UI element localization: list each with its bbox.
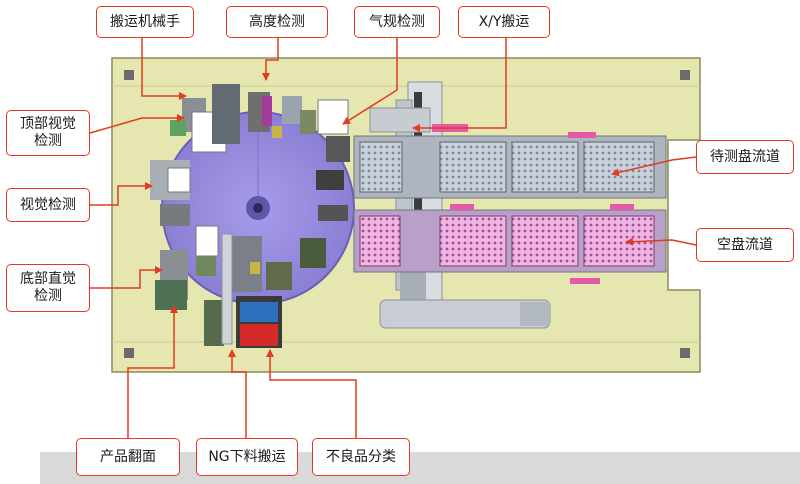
callout-text: 视觉检测 <box>20 196 76 213</box>
callout-text: X/Y搬运 <box>478 13 530 30</box>
callout-text: 底部直觉 检测 <box>20 271 76 304</box>
callout-height-detection: 高度检测 <box>226 6 328 38</box>
callout-defect-sorting: 不良品分类 <box>312 438 410 476</box>
callout-xy-transfer: X/Y搬运 <box>458 6 550 38</box>
callout-text: 空盘流道 <box>717 236 773 253</box>
callout-vision-detection: 视觉检测 <box>6 188 90 222</box>
callout-text: 待测盘流道 <box>710 148 780 165</box>
callout-text: NG下料搬运 <box>208 448 286 465</box>
turntable-stations <box>150 84 350 346</box>
callout-empty-tray-flow: 空盘流道 <box>696 228 794 262</box>
callout-text: 高度检测 <box>249 13 305 30</box>
callout-text: 产品翻面 <box>100 448 156 465</box>
callout-bottom-vision-detection: 底部直觉 检测 <box>6 264 90 312</box>
callout-top-vision-detection: 顶部视觉 检测 <box>6 110 90 156</box>
callout-transfer-manipulator: 搬运机械手 <box>96 6 194 38</box>
callout-text: 不良品分类 <box>326 448 396 465</box>
callout-text: 气规检测 <box>369 13 425 30</box>
ng-bins <box>221 233 282 348</box>
callout-pending-tray-flow: 待测盘流道 <box>696 140 794 174</box>
callout-text: 顶部视觉 检测 <box>20 116 76 149</box>
callout-ng-unloading-transfer: NG下料搬运 <box>196 438 298 476</box>
empty-tray-flow <box>353 204 667 284</box>
callout-text: 搬运机械手 <box>110 13 180 30</box>
callout-arrows <box>89 38 697 438</box>
callout-product-flip: 产品翻面 <box>76 438 180 476</box>
callout-airtightness-detection: 气规检测 <box>354 6 440 38</box>
